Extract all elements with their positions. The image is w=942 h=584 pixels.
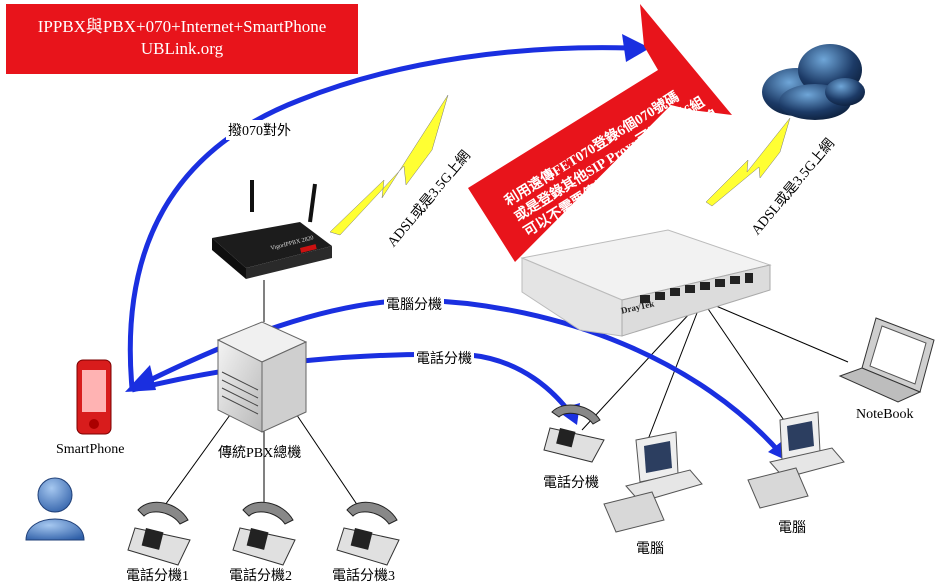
desktop-computer-icon-2: [747, 411, 845, 509]
telephone-icon-2: [232, 501, 296, 566]
lightning-right-icon: [705, 117, 791, 207]
pbx-label: 傳統PBX總機: [218, 446, 302, 461]
pc-2-label: 電腦: [778, 521, 806, 536]
smartphone-icon: [76, 359, 112, 435]
phone-extension-label: 電話分機: [414, 348, 474, 368]
wifi-router-icon: [212, 180, 332, 279]
extension-3-label: 電話分機3: [332, 569, 395, 584]
pc-1-label: 電腦: [636, 542, 664, 557]
smartphone-label: SmartPhone: [56, 442, 125, 457]
red-banner-arrow: [468, 4, 732, 262]
person-icon: [25, 477, 85, 541]
draytek-ippbx-icon: [520, 229, 772, 337]
title-line-2: UBLink.org: [140, 39, 224, 58]
desktop-computer-icon-1: [603, 431, 703, 533]
lightning-left-icon: [329, 94, 449, 236]
cloud-icon: [762, 44, 865, 120]
title-line-1: IPPBX與PBX+070+Internet+SmartPhone: [37, 17, 327, 36]
telephone-icon-3: [336, 501, 400, 566]
title-box: IPPBX與PBX+070+Internet+SmartPhone UBLink…: [6, 4, 358, 74]
extension-1-label: 電話分機1: [126, 569, 189, 584]
telephone-icon-right: [543, 404, 605, 463]
notebook-icon: [838, 317, 935, 403]
telephone-icon-1: [127, 501, 191, 566]
phone-extension-right-label: 電話分機: [543, 476, 599, 491]
pc-extension-label: 電腦分機: [384, 294, 444, 314]
dial-070-label: 撥070對外: [226, 120, 293, 140]
notebook-label: NoteBook: [856, 407, 914, 422]
pbx-tower-icon: [216, 321, 308, 433]
extension-2-label: 電話分機2: [229, 569, 292, 584]
